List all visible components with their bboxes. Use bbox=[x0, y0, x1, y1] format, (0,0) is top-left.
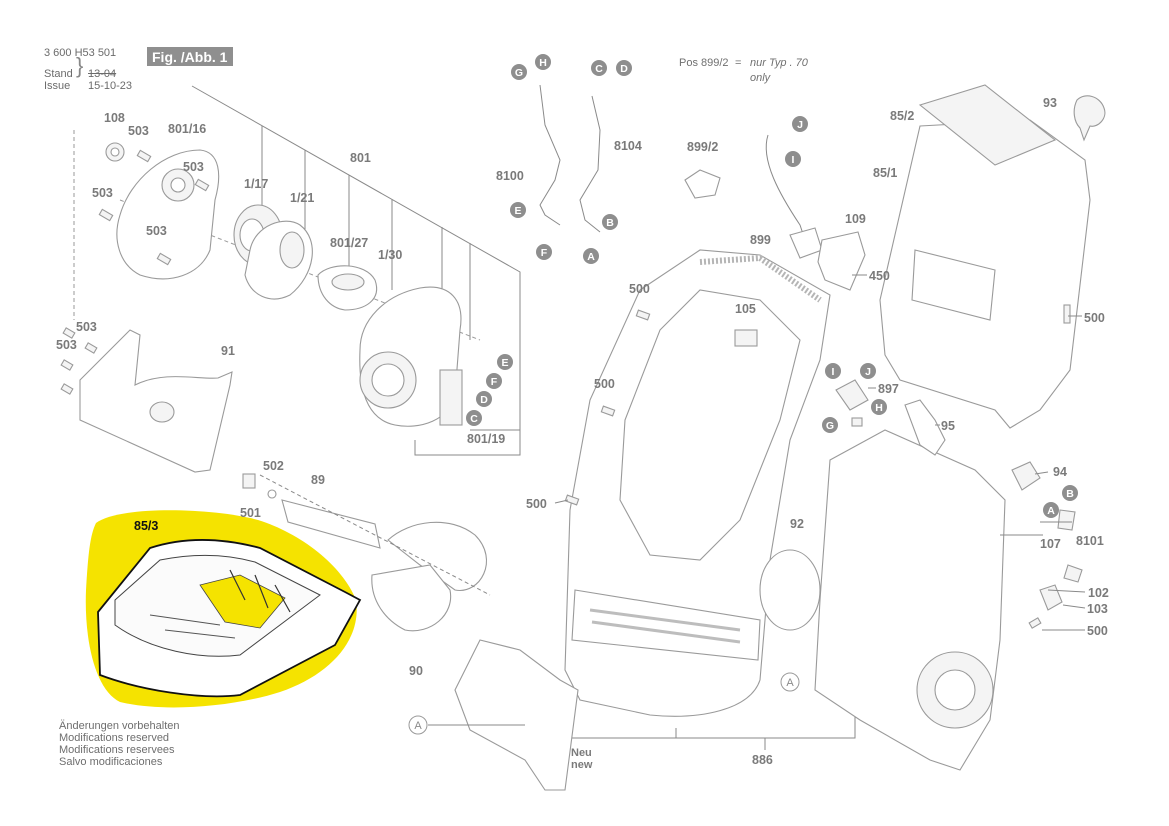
callout-F: F bbox=[491, 376, 498, 388]
pos-note-eq: = bbox=[735, 57, 742, 69]
drive-assembly bbox=[60, 85, 521, 473]
figure-label: Fig. /Abb. 1 bbox=[147, 47, 234, 66]
label-899: 899 bbox=[750, 233, 771, 247]
callout-I: I bbox=[832, 366, 835, 378]
label-102: 102 bbox=[1088, 586, 1109, 600]
doc-number: 3 600 H53 501 bbox=[44, 47, 117, 59]
callout-G: G bbox=[515, 67, 523, 79]
label-897: 897 bbox=[878, 382, 899, 396]
label-91: 91 bbox=[221, 344, 235, 358]
callout-F: F bbox=[541, 247, 548, 259]
part-899-2 bbox=[684, 169, 721, 199]
label-801-16: 801/16 bbox=[168, 122, 206, 136]
label-95: 95 bbox=[941, 419, 955, 433]
marker-A-left: A bbox=[414, 720, 422, 732]
label-107: 107 bbox=[1040, 537, 1061, 551]
callout-C: C bbox=[470, 413, 478, 425]
housing-right bbox=[814, 379, 1083, 771]
label-503: 503 bbox=[76, 320, 97, 334]
label-899-2: 899/2 bbox=[687, 140, 718, 154]
label-8100: 8100 bbox=[496, 169, 524, 183]
callout-G: G bbox=[826, 420, 834, 432]
label-92: 92 bbox=[790, 517, 804, 531]
label-8101: 8101 bbox=[1076, 534, 1104, 548]
callout-E: E bbox=[501, 357, 508, 369]
part-85-3-tray bbox=[97, 539, 362, 698]
label-1-30: 1/30 bbox=[378, 248, 402, 262]
callout-I: I bbox=[792, 154, 795, 166]
pos-note-type: nur Typ . 70 bbox=[750, 57, 808, 69]
callout-H: H bbox=[539, 57, 547, 69]
callout-J: J bbox=[797, 119, 803, 131]
callout-circles: G H C D E F B A J I E F D C I J H G A B … bbox=[408, 54, 1078, 735]
callout-A: A bbox=[587, 251, 595, 263]
label-105: 105 bbox=[735, 302, 756, 316]
label-108: 108 bbox=[104, 111, 125, 125]
label-503: 503 bbox=[56, 338, 77, 352]
label-85-1: 85/1 bbox=[873, 166, 897, 180]
label-801-27: 801/27 bbox=[330, 236, 368, 250]
label-503: 503 bbox=[92, 186, 113, 200]
leader-lines bbox=[554, 274, 1086, 631]
label-85-2: 85/2 bbox=[890, 109, 914, 123]
marker-A-right: A bbox=[786, 677, 794, 689]
label-8104: 8104 bbox=[614, 139, 642, 153]
footer-line-de: Änderungen vorbehalten bbox=[59, 720, 180, 732]
label-500: 500 bbox=[1084, 311, 1105, 325]
label-89: 89 bbox=[311, 473, 325, 487]
stand-value: 13-04 bbox=[88, 68, 117, 80]
footer-line-en: Modifications reserved bbox=[59, 732, 170, 744]
label-450: 450 bbox=[869, 269, 890, 283]
label-new: new bbox=[571, 759, 593, 771]
stand-label: Stand bbox=[44, 68, 73, 80]
callout-J: J bbox=[865, 366, 871, 378]
label-1-17: 1/17 bbox=[244, 177, 268, 191]
housing-85-1 bbox=[879, 84, 1106, 429]
footer-line-fr: Modifications reservees bbox=[59, 744, 175, 756]
callout-B: B bbox=[1066, 488, 1074, 500]
label-93: 93 bbox=[1043, 96, 1057, 110]
issue-value: 15-10-23 bbox=[88, 80, 133, 92]
label-886: 886 bbox=[752, 753, 773, 767]
label-90: 90 bbox=[409, 664, 423, 678]
chassis-886 bbox=[559, 249, 856, 750]
label-500: 500 bbox=[629, 282, 650, 296]
footer-notes: Änderungen vorbehalten Modifications res… bbox=[59, 720, 179, 768]
rods bbox=[539, 84, 601, 233]
label-503: 503 bbox=[146, 224, 167, 238]
label-500: 500 bbox=[594, 377, 615, 391]
label-500: 500 bbox=[526, 497, 547, 511]
callout-D: D bbox=[620, 63, 628, 75]
callout-D: D bbox=[480, 394, 488, 406]
pos-note-only: only bbox=[750, 72, 771, 84]
label-501: 501 bbox=[240, 506, 261, 520]
callout-H: H bbox=[875, 402, 883, 414]
label-801-19: 801/19 bbox=[467, 432, 505, 446]
label-109: 109 bbox=[845, 212, 866, 226]
label-103: 103 bbox=[1087, 602, 1108, 616]
label-94: 94 bbox=[1053, 465, 1067, 479]
callout-E: E bbox=[514, 205, 521, 217]
callout-B: B bbox=[606, 217, 614, 229]
blade-assembly bbox=[242, 473, 491, 632]
callout-C: C bbox=[595, 63, 603, 75]
pos-note-label: Pos 899/2 bbox=[679, 57, 729, 69]
issue-label: Issue bbox=[44, 80, 71, 92]
brace-icon: } bbox=[76, 53, 84, 78]
chute-neu bbox=[454, 639, 579, 791]
footer-line-es: Salvo modificaciones bbox=[59, 756, 163, 768]
label-1-21: 1/21 bbox=[290, 191, 314, 205]
part-labels: 108 503 801/16 503 503 503 1/17 1/21 801… bbox=[56, 96, 1109, 771]
label-500: 500 bbox=[1087, 624, 1108, 638]
label-503: 503 bbox=[183, 160, 204, 174]
label-502: 502 bbox=[263, 459, 284, 473]
label-neu: Neu bbox=[571, 747, 592, 759]
callout-A: A bbox=[1047, 505, 1055, 517]
label-503: 503 bbox=[128, 124, 149, 138]
label-801: 801 bbox=[350, 151, 371, 165]
label-85-3: 85/3 bbox=[134, 519, 158, 533]
